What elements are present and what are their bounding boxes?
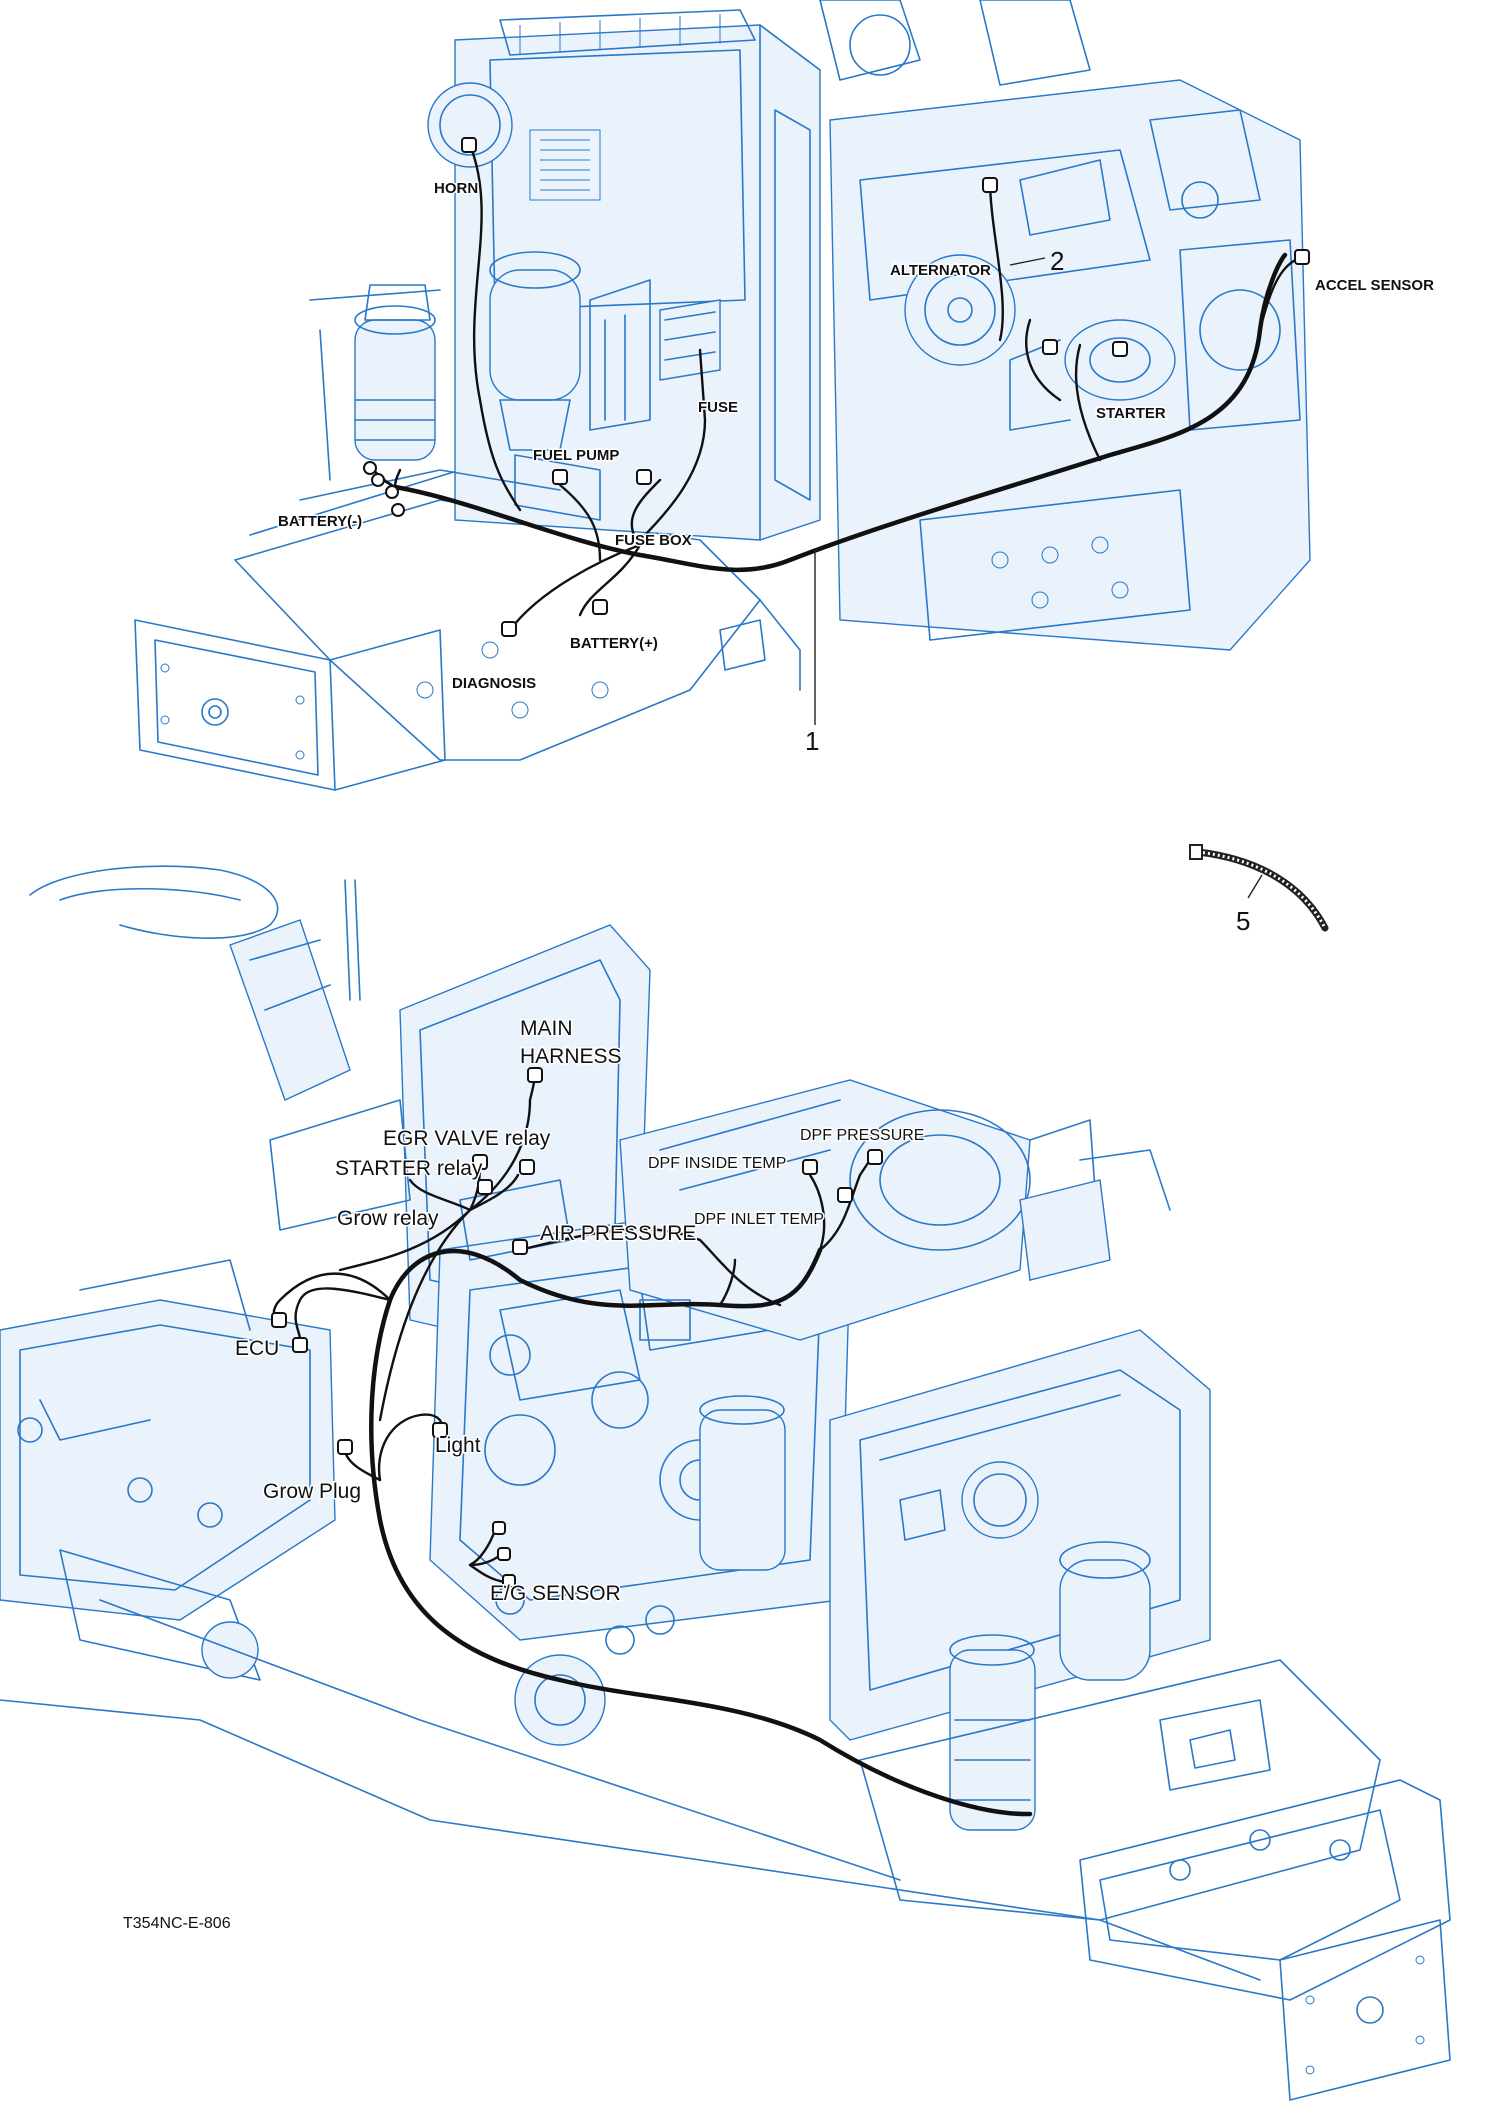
label-dpf-inside-temp: DPF INSIDE TEMP: [648, 1155, 786, 1172]
label-fuse-box: FUSE BOX: [615, 532, 692, 549]
label-fuel-pump: FUEL PUMP: [533, 447, 619, 464]
bottom-connectors: [271, 1067, 883, 1588]
label-grow-plug: Grow Plug: [263, 1480, 361, 1503]
label-air-pressure: AIR PRESSURE: [540, 1222, 696, 1245]
label-horn: HORN: [434, 180, 478, 197]
label-dpf-pressure: DPF PRESSURE: [800, 1127, 924, 1144]
label-dpf-inlet-temp: DPF INLET TEMP: [694, 1211, 824, 1228]
cable-tie-part: 5: [1189, 844, 1329, 936]
part-number-2: 2: [1050, 246, 1064, 276]
top-engine-drawing: [134, 0, 1311, 791]
label-starter: STARTER: [1096, 405, 1166, 422]
label-battery-pos: BATTERY(+): [570, 635, 658, 652]
label-accel-sensor: ACCEL SENSOR: [1315, 277, 1434, 294]
label-light: Light: [435, 1434, 481, 1457]
label-ecu: ECU: [235, 1337, 279, 1360]
label-battery-neg: BATTERY(-): [278, 513, 362, 530]
top-part-callouts: 1 2: [805, 246, 1064, 756]
label-alternator: ALTERNATOR: [890, 262, 991, 279]
label-starter-relay: STARTER relay: [335, 1157, 483, 1180]
top-harness-wires: [370, 143, 1302, 632]
label-eg-sensor: E/G SENSOR: [490, 1582, 621, 1605]
bottom-engine-drawing: [0, 865, 1451, 2101]
bottom-view-labels: MAIN HARNESS EGR VALVE relay STARTER rel…: [234, 1016, 926, 1607]
figure-code: T354NC-E-806: [123, 1915, 231, 1932]
part-number-5: 5: [1236, 906, 1250, 936]
top-connectors: [363, 137, 1310, 637]
label-main-harness-line2: HARNESS: [520, 1045, 622, 1068]
label-fuse: FUSE: [698, 399, 738, 416]
top-view-labels: HORN ALTERNATOR ACCEL SENSOR FUSE FUEL P…: [277, 179, 1436, 694]
label-main-harness-line1: MAIN: [520, 1017, 573, 1040]
label-egr-valve-relay: EGR VALVE relay: [383, 1127, 551, 1150]
part-number-1: 1: [805, 726, 819, 756]
label-diagnosis: DIAGNOSIS: [452, 675, 536, 692]
label-grow-relay: Grow relay: [337, 1207, 439, 1230]
